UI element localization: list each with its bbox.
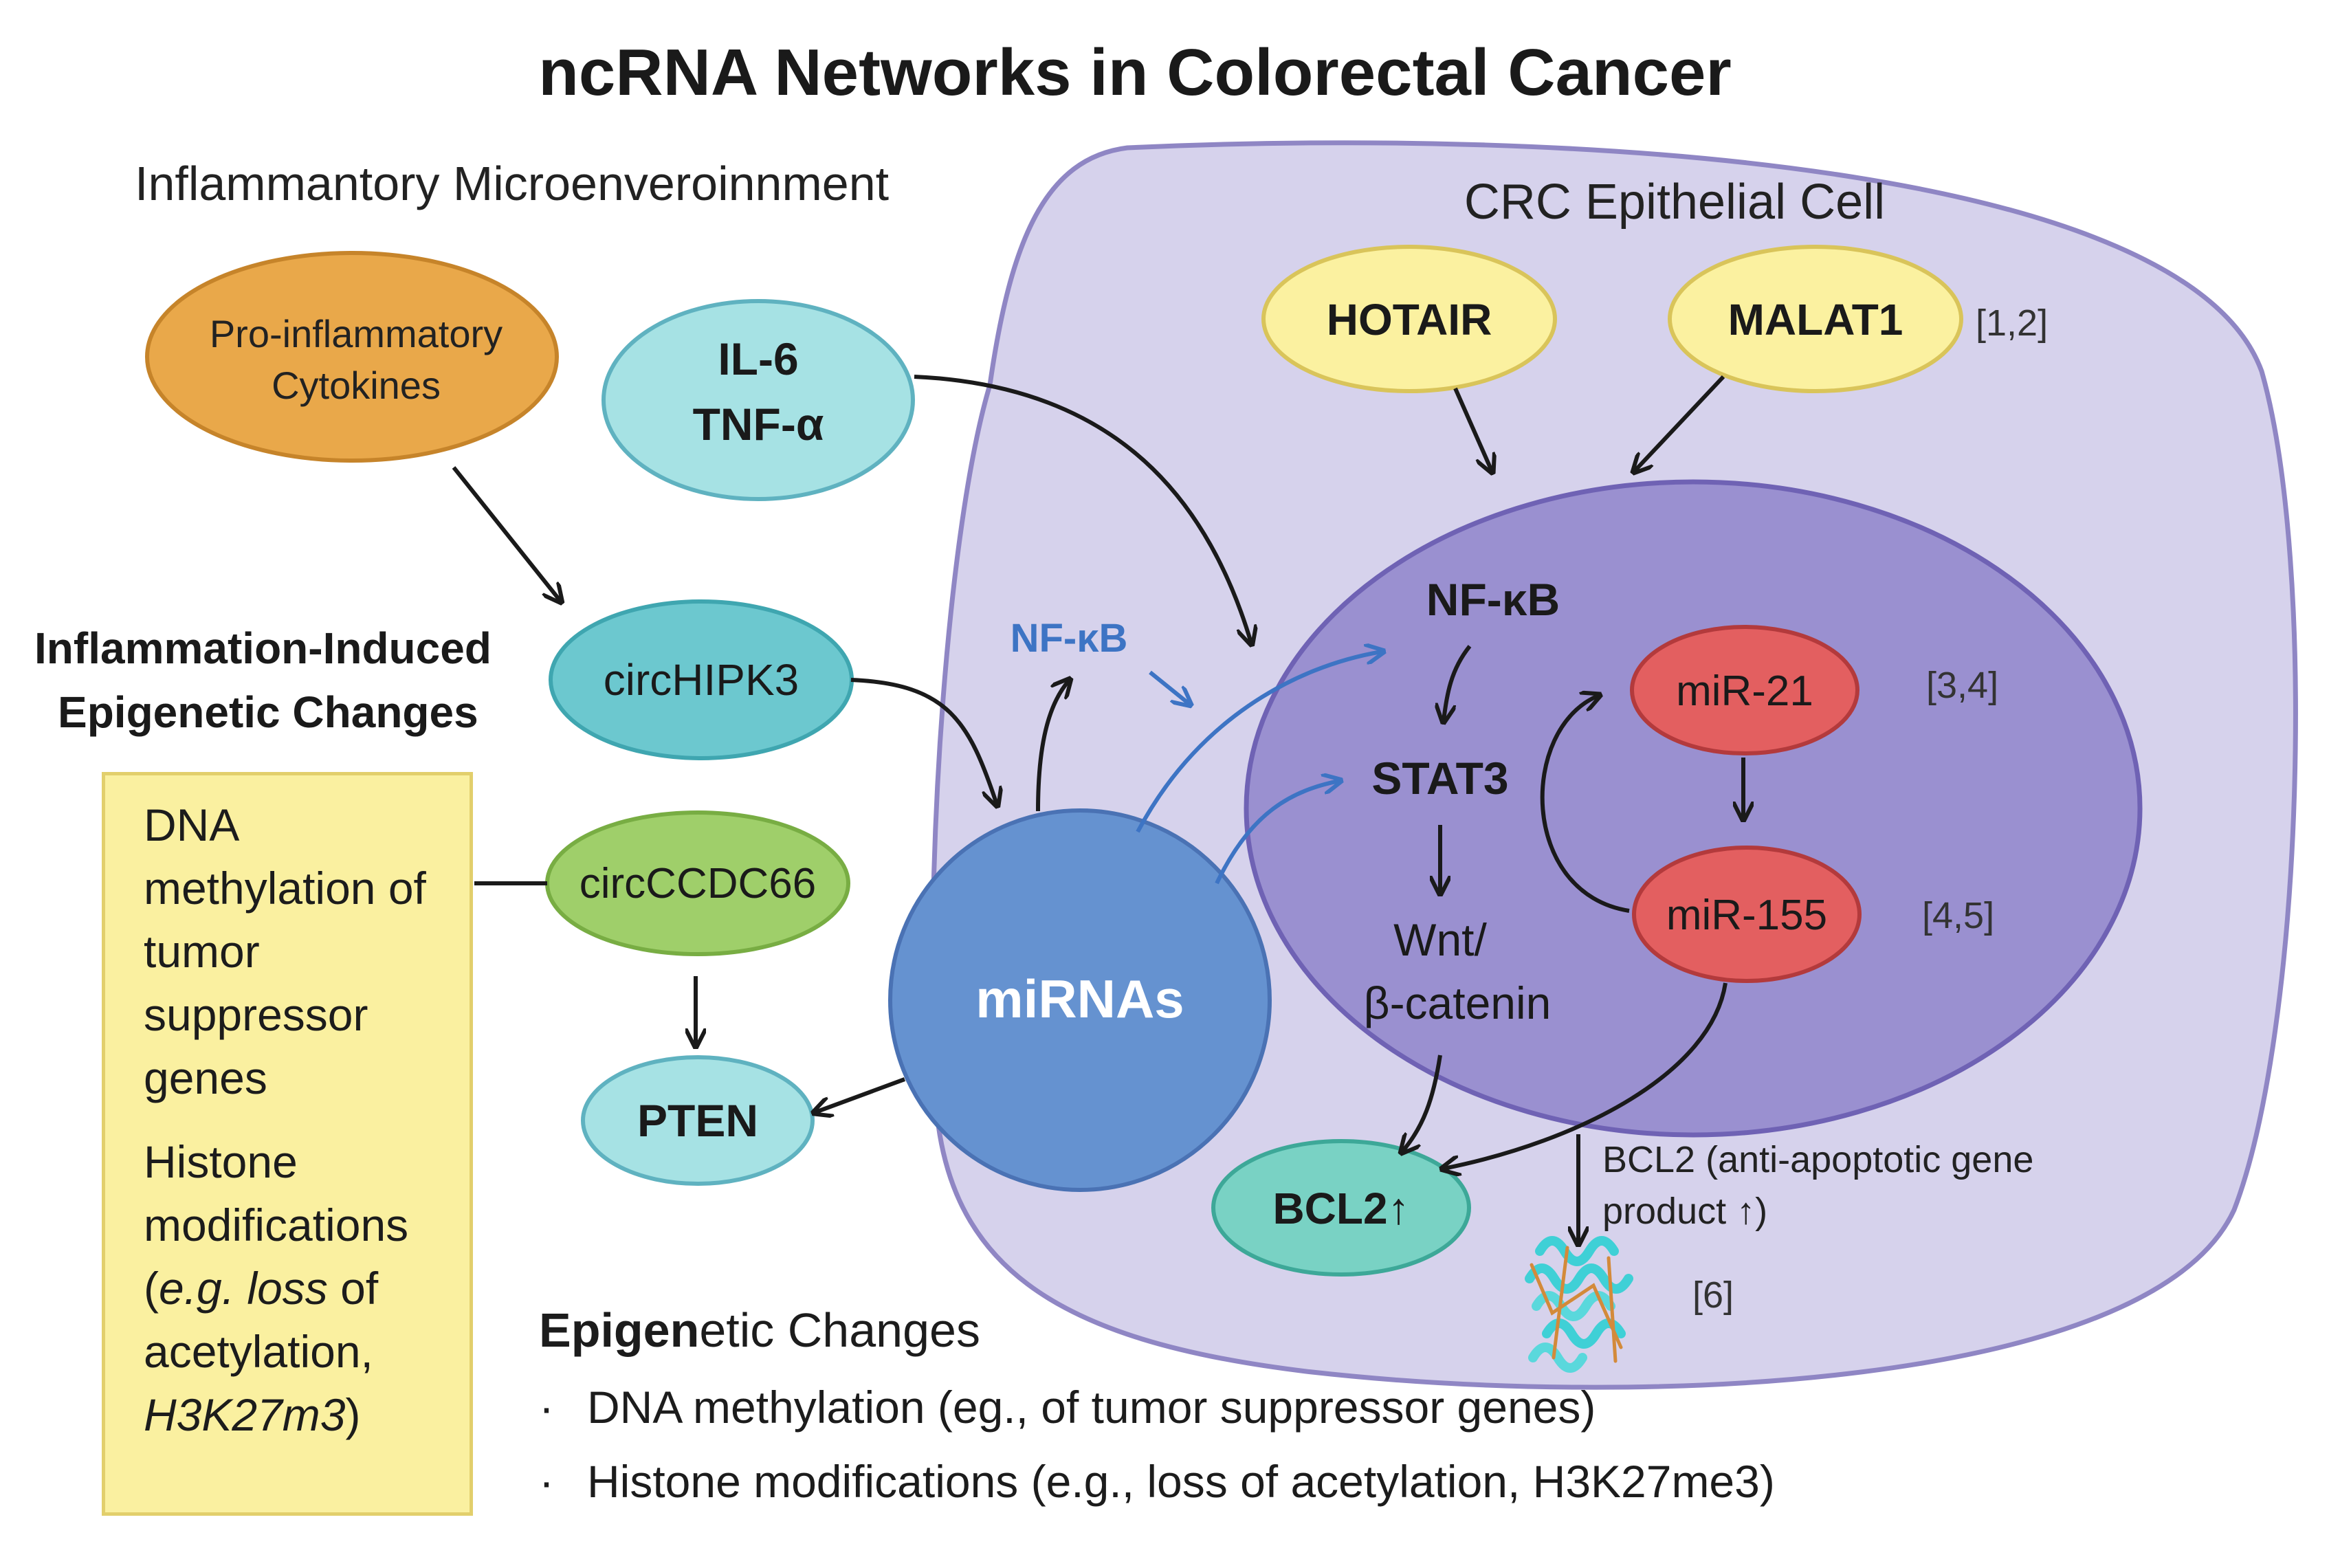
arrow-mirnas-to-nfkb-outside bbox=[1036, 681, 1069, 812]
pten-node bbox=[581, 1055, 815, 1186]
box-item2-middle: of acetylation, bbox=[144, 1263, 379, 1377]
list-item: · DNA methylation (eg., of tumor suppress… bbox=[539, 1380, 1914, 1435]
arrow-mir155-to-bcl2 bbox=[1444, 982, 1728, 1169]
arrow-nfkb-to-stat3 bbox=[1444, 645, 1472, 720]
arrow-hotair-to-nucleus bbox=[1453, 387, 1492, 471]
bullet-glyph: · bbox=[539, 1456, 554, 1507]
arrow-mirnas-to-stat3 bbox=[1215, 781, 1339, 885]
box-item-dna-methylation: DNA methylation of tumor suppressor gene… bbox=[144, 799, 426, 1103]
cytokines-node bbox=[145, 251, 559, 463]
arrow-cytokines-to-circhipk3 bbox=[452, 466, 560, 601]
malat1-node bbox=[1668, 245, 1963, 393]
il6-label: IL-6 bbox=[718, 333, 798, 384]
epigenetic-changes-list: Epigenetic Changes · DNA methylation (eg.… bbox=[539, 1303, 1914, 1528]
mir21-label: miR-21 bbox=[1676, 667, 1813, 715]
arrow-nfkb-outside-to-nucleus bbox=[1149, 670, 1189, 704]
reference-1-2: [1,2] bbox=[1976, 302, 2048, 344]
list-item-text: Histone modifications (e.g., loss of ace… bbox=[587, 1456, 1775, 1507]
arrows-black bbox=[452, 375, 1743, 1243]
bcl2-note-line2: product ↑) bbox=[1602, 1191, 1767, 1232]
list-item-text: DNA methylation (eg., of tumor suppresso… bbox=[587, 1382, 1596, 1433]
epigenetic-title-rest: etic Changes bbox=[699, 1303, 980, 1357]
wnt-label-line1: Wnt/ bbox=[1393, 914, 1487, 965]
arrows-blue bbox=[1136, 652, 1382, 885]
mirnas-node bbox=[888, 808, 1272, 1192]
mir155-node bbox=[1632, 846, 1862, 983]
hotair-node bbox=[1261, 245, 1557, 393]
stat3-label: STAT3 bbox=[1371, 753, 1508, 804]
epigenetic-bullet-list: · DNA methylation (eg., of tumor suppress… bbox=[539, 1380, 1914, 1509]
circccdc66-label: circCCDC66 bbox=[580, 860, 816, 907]
wnt-label-line2: β-catenin bbox=[1364, 978, 1552, 1028]
cytokines-label-line2: Cytokines bbox=[272, 364, 441, 407]
box-item2-prefix: Histone modifications ( bbox=[144, 1136, 409, 1314]
bullet-glyph: · bbox=[539, 1382, 554, 1433]
bcl2-label: BCL2↑ bbox=[1272, 1184, 1409, 1233]
epigenetic-heading-line1: Inflammation-Induced bbox=[34, 623, 492, 673]
nfkb-outside-label: NF-κB bbox=[1011, 616, 1128, 661]
arrow-wnt-to-bcl2 bbox=[1402, 1054, 1442, 1151]
nfkb-label: NF-κB bbox=[1426, 574, 1560, 625]
arrow-mirnas-to-pten bbox=[815, 1077, 906, 1112]
bcl2-node bbox=[1211, 1139, 1471, 1277]
bcl2-protein-structure-image bbox=[1525, 1236, 1633, 1373]
mirnas-label: miRNAs bbox=[975, 969, 1184, 1029]
arrow-mirnas-to-nfkb bbox=[1136, 652, 1382, 833]
mir21-node bbox=[1630, 625, 1859, 755]
epigenetic-changes-box: DNA methylation of tumor suppressor gene… bbox=[102, 772, 473, 1516]
malat1-label: MALAT1 bbox=[1728, 295, 1903, 344]
cell-label: CRC Epithelial Cell bbox=[1464, 175, 1885, 230]
arrow-mir155-feedback-to-mir21 bbox=[1540, 696, 1630, 913]
arrow-il6-to-nfkb bbox=[914, 375, 1251, 643]
hotair-label: HOTAIR bbox=[1327, 295, 1492, 344]
box-item-histone-modifications: Histone modifications (e.g. loss of acet… bbox=[144, 1130, 449, 1446]
il6-tnf-node bbox=[601, 299, 915, 501]
tnf-label: TNF-α bbox=[693, 399, 824, 450]
cytokines-label-line1: Pro-inflammatory bbox=[210, 312, 503, 355]
epigenetic-heading-line2: Epigenetic Changes bbox=[58, 687, 478, 737]
mir155-label: miR-155 bbox=[1666, 892, 1827, 939]
arrow-circhipk3-to-mirnas bbox=[850, 678, 997, 804]
epigenetic-title-bold: Epigen bbox=[539, 1303, 700, 1357]
box-item2-italic2: H3K27m3 bbox=[144, 1389, 346, 1440]
reference-3-4: [3,4] bbox=[1926, 665, 1998, 706]
reference-4-5: [4,5] bbox=[1922, 895, 1994, 936]
circhipk3-label: circHIPK3 bbox=[604, 655, 799, 705]
nucleus bbox=[1244, 479, 2143, 1138]
list-item: · Histone modifications (e.g., loss of ac… bbox=[539, 1454, 1914, 1509]
arrow-malat1-to-nucleus bbox=[1635, 375, 1725, 471]
epigenetic-list-title: Epigenetic Changes bbox=[539, 1303, 1914, 1358]
pten-label: PTEN bbox=[637, 1095, 758, 1146]
microenvironment-label: Inflammantory Microenveroinnment bbox=[135, 157, 889, 210]
box-item2-suffix: ) bbox=[345, 1389, 361, 1440]
bcl2-note-line1: BCL2 (anti-apoptotic gene bbox=[1602, 1139, 2033, 1180]
reference-6: [6] bbox=[1692, 1274, 1734, 1316]
page-title: ncRNA Networks in Colorectal Cancer bbox=[538, 36, 1732, 109]
box-item2-italic1: e.g. loss bbox=[158, 1263, 328, 1314]
